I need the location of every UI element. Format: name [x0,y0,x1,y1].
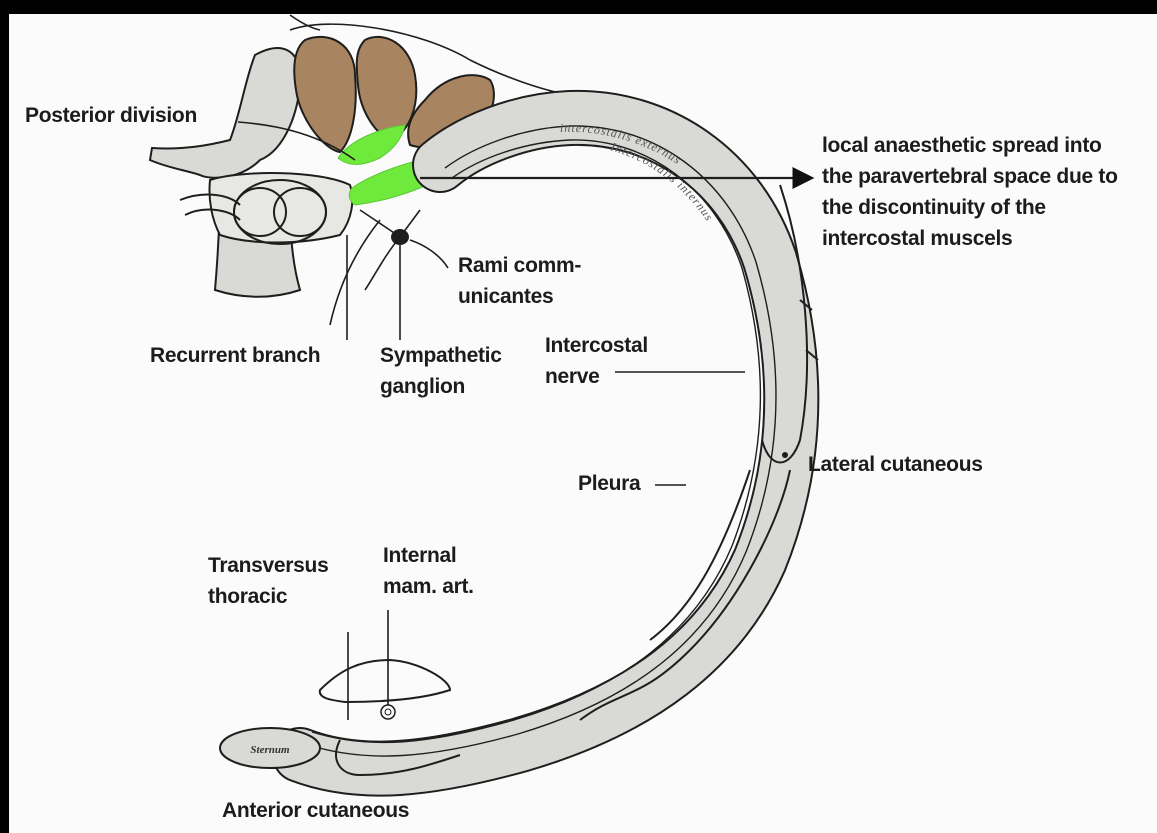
label-lateral-cutaneous: Lateral cutaneous [808,449,983,480]
label-posterior-division: Posterior division [25,100,197,131]
label-local-anaesthetic-spread: local anaesthetic spread into the parave… [822,130,1118,254]
sternum-text: Sternum [250,744,290,756]
lateral-cutaneous-point [782,452,788,458]
label-recurrent-branch: Recurrent branch [150,340,320,371]
label-pleura: Pleura [578,468,640,499]
label-sympathetic-ganglion: Sympathetic ganglion [380,340,502,402]
rib [300,118,791,769]
label-intercostal-nerve: Intercostal nerve [545,330,648,392]
label-rami-communicantes: Rami comm- unicantes [458,250,581,312]
label-anterior-cutaneous: Anterior cutaneous [222,795,409,826]
label-transversus-thoracic: Transversus thoracic [208,550,328,612]
label-internal-mam-art: Internal mam. art. [383,540,474,602]
